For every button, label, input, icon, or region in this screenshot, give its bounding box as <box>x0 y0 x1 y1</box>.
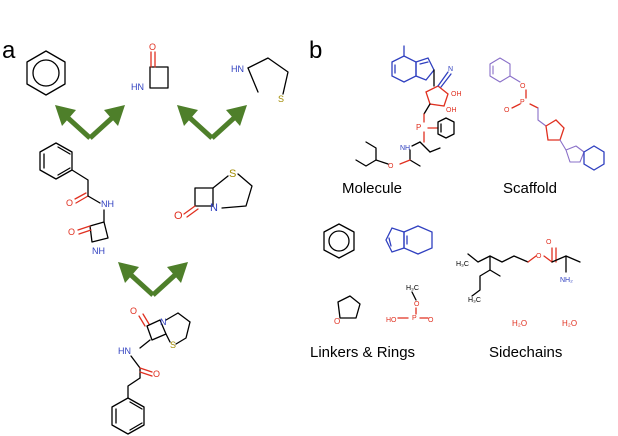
atom-n-nitrile: N <box>448 66 453 73</box>
atom-hn-thiazolidine: HN <box>231 64 244 74</box>
atom-oh-2: OH <box>446 107 457 114</box>
atom-nh-lactam: NH <box>92 246 105 256</box>
atom-s-thiazolidine: S <box>278 94 284 104</box>
atom-p-phosphonate: P <box>412 315 417 322</box>
panel-b-label: b <box>309 37 322 64</box>
atom-nh-amide: NH <box>101 199 114 209</box>
linker-pyrrolotriazine <box>385 225 433 255</box>
scaffold-molecule: O P O <box>489 57 605 171</box>
atom-nh-phosphoramide: NH <box>400 145 410 152</box>
azetidinone-ring: O HN <box>131 42 169 92</box>
atom-o-penicillin: O <box>130 306 137 316</box>
atom-o-phosphonate-2: O <box>428 317 434 324</box>
complex-molecule: N OH OH P NH O <box>355 45 462 170</box>
arrow-pair-top-right <box>177 105 247 140</box>
atom-o-scaffold-2: O <box>504 107 510 114</box>
atom-hn: HN <box>131 82 144 92</box>
linker-phosphonate: H₃C O P O HO <box>386 285 434 324</box>
atom-o-phosphonate: O <box>414 301 420 308</box>
atom-ch3-linker: H₃C <box>406 285 419 292</box>
panel-a-label: a <box>2 37 16 64</box>
sidechain-ester: H₃C H₃C O O NH₂ <box>456 239 581 304</box>
benzene-ring <box>26 50 66 96</box>
linker-tetrahydrofuran: O <box>334 295 361 326</box>
water-1: H₂O <box>512 319 527 328</box>
atom-o-sidechain-carbonyl: O <box>546 239 552 246</box>
atom-o-ester: O <box>388 163 394 170</box>
caption-sidechains: Sidechains <box>489 344 562 361</box>
atom-n-penam: N <box>210 202 218 214</box>
caption-molecule: Molecule <box>342 180 402 197</box>
water-2: H₂O <box>562 319 577 328</box>
atom-nh2-sidechain: NH₂ <box>560 277 573 284</box>
atom-p-scaffold: P <box>520 99 525 106</box>
linker-benzene <box>323 223 355 259</box>
atom-o-thf: O <box>334 317 340 326</box>
atom-s-penicillin: S <box>170 340 176 350</box>
atom-o-scaffold-1: O <box>520 83 526 90</box>
atom-o-penicillin-2: O <box>153 369 160 379</box>
caption-linkers-rings: Linkers & Rings <box>310 344 415 361</box>
atom-s-penam: S <box>229 168 236 180</box>
benzyl-amide-azetidinone: O NH O NH <box>39 142 114 256</box>
caption-scaffold: Scaffold <box>503 180 557 197</box>
thiazolidine-ring: HN S <box>231 57 289 104</box>
atom-n-penicillin: N <box>160 317 167 327</box>
atom-o-sidechain-ester: O <box>536 253 542 260</box>
arrow-pair-bottom <box>118 262 188 297</box>
atom-ch3-sidechain-1: H₃C <box>456 261 469 268</box>
atom-o-penam: O <box>174 210 183 222</box>
arrow-pair-top-left <box>55 105 125 140</box>
atom-o: O <box>149 42 156 52</box>
atom-p: P <box>416 123 421 132</box>
penam-core: O S N <box>174 168 253 222</box>
atom-o-amide: O <box>66 198 73 208</box>
atom-ho-phosphonate: HO <box>386 317 397 324</box>
atom-ch3-sidechain-2: H₃C <box>468 297 481 304</box>
atom-oh-1: OH <box>451 91 462 98</box>
atom-hn-penicillin: HN <box>118 346 131 356</box>
penicillin-molecule: O N S HN O <box>111 306 191 435</box>
atom-o-lactam: O <box>68 227 75 237</box>
